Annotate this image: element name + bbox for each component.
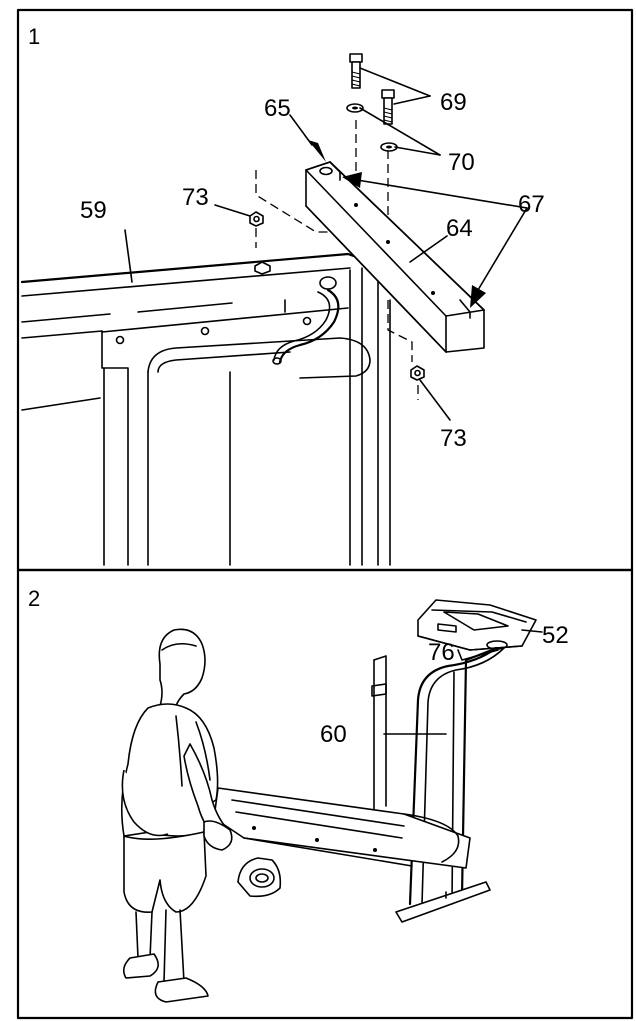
callout-52: 52 xyxy=(542,622,569,649)
person-figure xyxy=(120,628,233,1003)
console-52 xyxy=(417,599,537,651)
upright-60 xyxy=(371,646,505,923)
treadmill-deck xyxy=(213,787,471,898)
callout-73-top: 73 xyxy=(182,184,209,211)
callout-70: 70 xyxy=(448,149,475,176)
crossbar-64 xyxy=(305,161,485,353)
callout-69: 69 xyxy=(440,89,467,116)
step-2-panel: 2 xyxy=(16,568,634,1020)
frame-illustration xyxy=(20,252,391,566)
callout-59: 59 xyxy=(80,197,107,224)
callout-65: 65 xyxy=(264,95,291,122)
step-2-number: 2 xyxy=(28,586,40,611)
callout-60: 60 xyxy=(320,721,347,748)
callout-67: 67 xyxy=(518,191,545,218)
callout-73-bottom: 73 xyxy=(440,425,467,452)
bolts-69 xyxy=(349,53,395,125)
nuts-73 xyxy=(249,211,425,381)
callout-64: 64 xyxy=(446,215,473,242)
step-1-panel: 1 xyxy=(16,8,634,572)
washers-70 xyxy=(346,103,398,152)
callout-76: 76 xyxy=(428,639,455,666)
step-1-number: 1 xyxy=(28,24,40,49)
